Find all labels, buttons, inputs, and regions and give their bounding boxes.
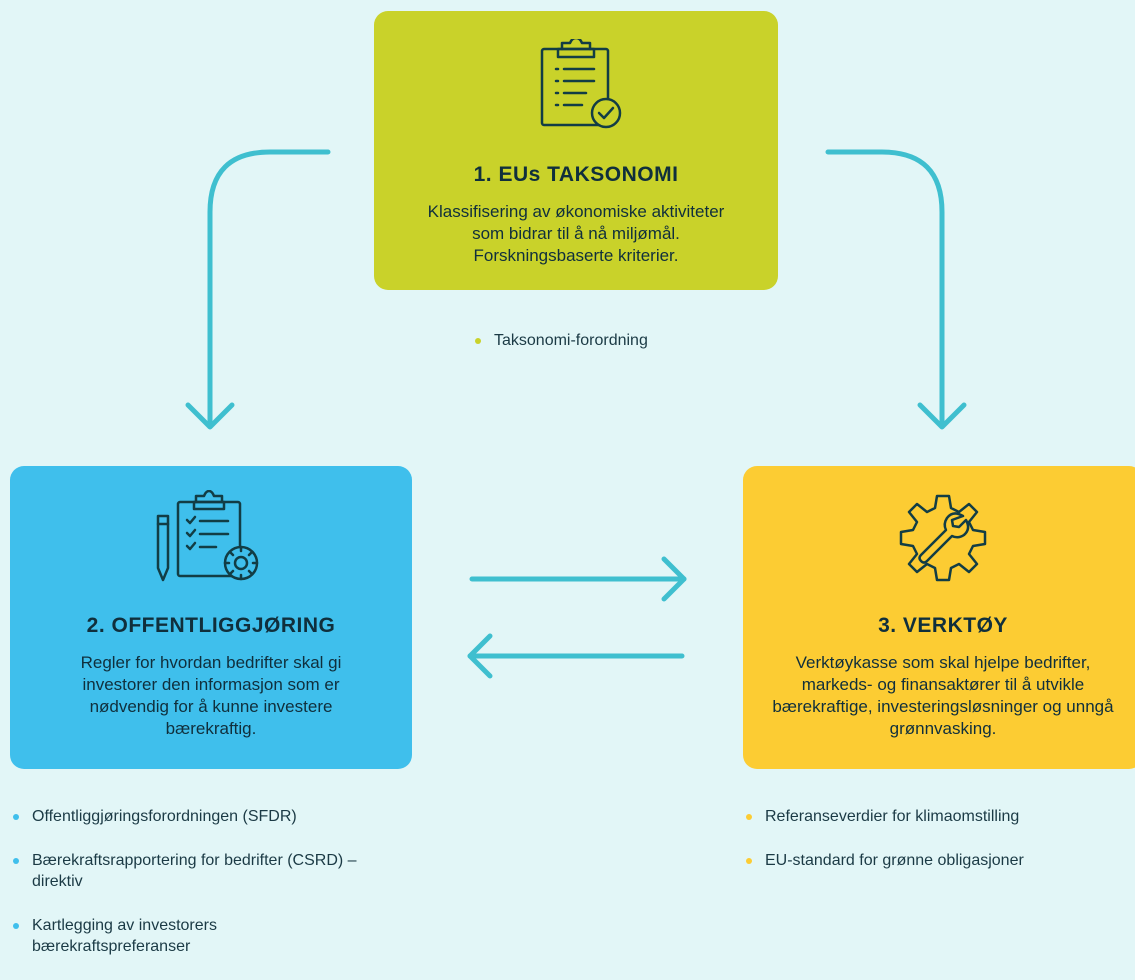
tools-box: 3. VERKTØY Verktøykasse som skal hjelpe … <box>743 466 1135 769</box>
disclosure-description: Regler for hvordan bedrifter skal gi inv… <box>80 653 342 738</box>
disclosure-list: Offentliggjøringsforordningen (SFDR) Bær… <box>10 806 370 980</box>
disclosure-box: 2. OFFENTLIGGJØRING Regler for hvordan b… <box>10 466 412 769</box>
clipboard-gear-icon <box>156 490 259 582</box>
arrow-taxonomy-to-tools <box>825 149 945 426</box>
list-item: Kartlegging av investorers bærekraftspre… <box>10 915 370 957</box>
arrow-taxonomy-to-disclosure <box>207 149 331 426</box>
list-item: Taksonomi-forordning <box>472 330 648 351</box>
arrowhead-left-down <box>185 402 235 430</box>
wrench-gear-icon <box>899 494 987 582</box>
taxonomy-title: 1. EUs TAKSONOMI <box>473 163 679 186</box>
tools-list: Referanseverdier for klimaomstilling EU-… <box>743 806 1123 894</box>
taxonomy-box: 1. EUs TAKSONOMI Klassifisering av økono… <box>374 11 778 290</box>
tools-title: 3. VERKTØY <box>878 614 1008 637</box>
arrowhead-right-down <box>917 402 967 430</box>
taxonomy-description: Klassifisering av økonomiske aktiviteter… <box>427 202 725 265</box>
clipboard-check-icon <box>540 39 622 129</box>
disclosure-title: 2. OFFENTLIGGJØRING <box>86 614 336 637</box>
arrowhead-left <box>467 633 493 679</box>
list-item: Offentliggjøringsforordningen (SFDR) <box>10 806 370 827</box>
list-item: Bærekraftsrapportering for bedrifter (CS… <box>10 850 370 892</box>
tools-description: Verktøykasse som skal hjelpe bedrifter, … <box>772 653 1114 738</box>
list-item: EU-standard for grønne obligasjoner <box>743 850 1123 871</box>
list-item: Referanseverdier for klimaomstilling <box>743 806 1123 827</box>
taxonomy-list: Taksonomi-forordning <box>472 330 648 374</box>
arrowhead-right <box>661 556 687 602</box>
